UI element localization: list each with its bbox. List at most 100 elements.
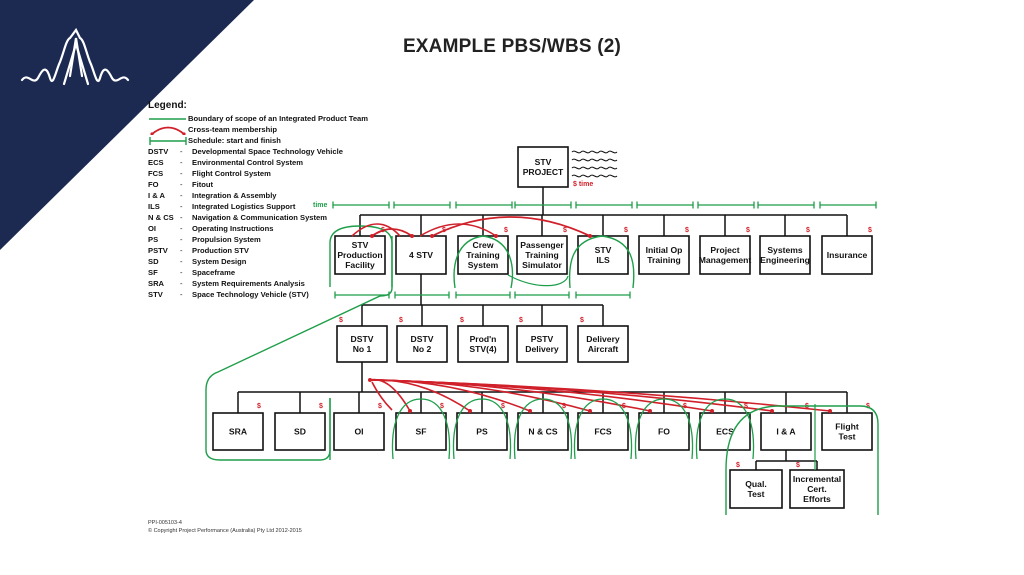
cross-team-endpoint [430, 234, 434, 238]
node-label: Project [710, 245, 739, 255]
node-label: Training [525, 250, 558, 260]
node-box [274, 412, 326, 451]
separator: - [180, 202, 183, 211]
node-label: Crew [472, 240, 493, 250]
legend-abbreviation-row: OI-Operating Instructions [148, 223, 368, 234]
abbreviation-meaning: Fitout [192, 180, 214, 189]
time-label: time [313, 202, 328, 209]
node-box [638, 412, 690, 451]
node-oi: OI [333, 412, 385, 451]
separator: - [180, 213, 183, 222]
node-label: OI [354, 427, 363, 437]
cost-marker: $ [580, 317, 584, 324]
node-label: No 1 [353, 344, 372, 354]
separator: - [180, 169, 183, 178]
separator: - [180, 268, 183, 277]
node-label: ILS [596, 255, 610, 265]
node-label: I & A [776, 427, 795, 437]
node-label: Flight [835, 422, 859, 432]
node-box [789, 469, 845, 509]
legend-abbreviation-row: FCS-Flight Control System [148, 168, 368, 179]
corner-banner [0, 0, 254, 250]
node-box [456, 412, 508, 451]
cross-team-arc [371, 228, 413, 237]
node-label: Production [337, 250, 382, 260]
boundary-line-icon [149, 118, 186, 120]
legend-abbreviation-row: SRA-System Requirements Analysis [148, 278, 368, 289]
node-label: Aircraft [588, 344, 619, 354]
company-logo-icon [20, 27, 130, 86]
node-label: STV [595, 245, 612, 255]
cross-team-endpoint [710, 409, 714, 413]
cost-marker: $ [868, 227, 872, 234]
node-box [638, 235, 690, 275]
abbreviation: I & A [148, 191, 166, 200]
node-box [577, 412, 629, 451]
ipt-boundary [634, 398, 694, 460]
node-box [516, 235, 568, 275]
abbreviation: FCS [148, 169, 164, 178]
abbreviation-meaning: Integrated Logistics Support [192, 202, 296, 211]
node-label: SD [294, 427, 306, 437]
cross-team-arc-icon [150, 126, 186, 135]
cross-team-arc [431, 216, 591, 237]
cost-marker: $ [562, 403, 566, 410]
cross-team-hub [368, 378, 372, 382]
node-label: FO [658, 427, 670, 437]
node-label: Initial Op [646, 245, 683, 255]
node-label: Delivery [586, 334, 620, 344]
node-box [699, 235, 751, 275]
cross-team-endpoint [468, 409, 472, 413]
abbreviation-list: DSTV-Developmental Space Technology Vehi… [148, 146, 368, 300]
node-label: Delivery [525, 344, 559, 354]
ipt-boundary [507, 274, 569, 287]
legend-abbreviation-row: SF-Spaceframe [148, 267, 368, 278]
abbreviation: STV [148, 290, 163, 299]
legend-abbreviation-row: PS-Propulsion System [148, 234, 368, 245]
abbreviation: N & CS [148, 213, 174, 222]
ipt-boundary [452, 398, 512, 460]
legend-cross-team-text: Cross-team membership [188, 125, 278, 134]
ipt-boundary [205, 236, 393, 461]
cross-team-endpoint [494, 234, 498, 238]
node-label: DSTV [411, 334, 434, 344]
legend-abbreviation-row: PSTV-Production STV [148, 245, 368, 256]
abbreviation-meaning: Production STV [192, 246, 249, 255]
cost-marker: $ [339, 317, 343, 324]
node-label: Passenger [520, 240, 564, 250]
cost-marker: $ [319, 403, 323, 410]
node-box [821, 235, 873, 275]
node-label: Systems [767, 245, 803, 255]
node-box [396, 325, 448, 363]
cost-marker: $ [563, 227, 567, 234]
node-box [212, 412, 264, 451]
cost-marker: $ [501, 403, 505, 410]
legend-abbreviation-row: ILS-Integrated Logistics Support [148, 201, 368, 212]
node-n-cs: N & CS [517, 412, 569, 451]
abbreviation-meaning: Spaceframe [192, 268, 236, 277]
abbreviation-meaning: System Requirements Analysis [192, 279, 305, 288]
cross-team-endpoint [588, 234, 592, 238]
node-label: 4 STV [409, 250, 433, 260]
abbreviation: SD [148, 257, 159, 266]
abbreviation-meaning: Operating Instructions [192, 224, 274, 233]
abbreviation-meaning: Space Technology Vehicle (STV) [192, 290, 309, 299]
node-box [759, 235, 811, 275]
cross-team-endpoint [370, 234, 374, 238]
cross-team-endpoint [828, 409, 832, 413]
wavy-line [571, 166, 618, 170]
node-label: STV(4) [469, 344, 496, 354]
ipt-boundary [329, 225, 393, 287]
node-label: SRA [229, 427, 247, 437]
node-label: FCS [594, 427, 611, 437]
node-sra: SRA [212, 412, 264, 451]
ipt-boundary [725, 405, 879, 515]
node-box [729, 469, 783, 509]
